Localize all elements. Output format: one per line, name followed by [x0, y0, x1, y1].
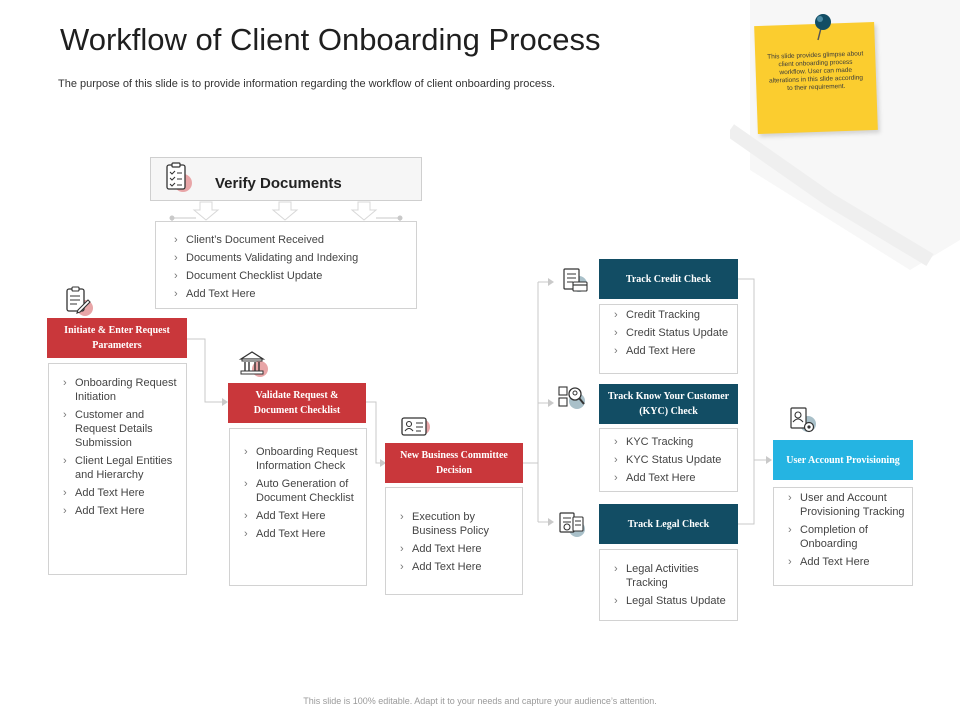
list-item: Add Text Here — [782, 555, 906, 569]
kyc-check-header: Track Know Your Customer (KYC) Check — [599, 384, 738, 424]
list-item: Legal Activities Tracking — [608, 562, 731, 590]
id-card-icon — [401, 417, 430, 436]
legal-document-icon — [559, 512, 585, 537]
page-title: Workflow of Client Onboarding Process — [60, 22, 601, 57]
list-item: Add Text Here — [57, 486, 180, 500]
footer-note: This slide is 100% editable. Adapt it to… — [303, 696, 657, 706]
account-provisioning-list-box: User and Account Provisioning Tracking C… — [773, 487, 913, 586]
list-item: Add Text Here — [238, 509, 360, 523]
search-people-icon — [558, 386, 585, 409]
list-item: KYC Tracking — [608, 435, 731, 449]
account-settings-icon — [790, 407, 816, 433]
list-item: Execution by Business Policy — [394, 510, 516, 538]
list-item: Add Text Here — [394, 560, 516, 574]
list-item: Customer and Request Details Submission — [57, 408, 180, 450]
credit-check-header: Track Credit Check — [599, 259, 738, 299]
list-item: Client’s Document Received — [168, 233, 406, 247]
list-item: Add Text Here — [168, 287, 406, 301]
list-item: Documents Validating and Indexing — [168, 251, 406, 265]
clipboard-edit-icon — [66, 286, 93, 316]
list-item: Onboarding Request Information Check — [238, 445, 360, 473]
validate-request-header: Validate Request & Document Checklist — [228, 383, 366, 423]
initiate-request-header: Initiate & Enter Request Parameters — [47, 318, 187, 358]
list-item: KYC Status Update — [608, 453, 731, 467]
list-item: Credit Status Update — [608, 326, 731, 340]
list-item: Legal Status Update — [608, 594, 731, 608]
account-provisioning-header: User Account Provisioning — [773, 440, 913, 480]
committee-decision-header: New Business Committee Decision — [385, 443, 523, 483]
list-item: Add Text Here — [57, 504, 180, 518]
kyc-check-list-box: KYC Tracking KYC Status Update Add Text … — [599, 428, 738, 492]
list-item: Add Text Here — [394, 542, 516, 556]
verify-documents-title: Verify Documents — [215, 175, 342, 192]
verify-documents-header — [150, 157, 422, 201]
legal-check-header: Track Legal Check — [599, 504, 738, 544]
list-item: Document Checklist Update — [168, 269, 406, 283]
initiate-request-list-box: Onboarding Request Initiation Customer a… — [48, 363, 187, 575]
clipboard-checklist-icon — [166, 162, 192, 192]
list-item: Client Legal Entities and Hierarchy — [57, 454, 180, 482]
credit-report-icon — [563, 268, 588, 292]
list-item: Completion of Onboarding — [782, 523, 906, 551]
list-item: User and Account Provisioning Tracking — [782, 491, 906, 519]
legal-check-list-box: Legal Activities Tracking Legal Status U… — [599, 549, 738, 621]
list-item: Add Text Here — [238, 527, 360, 541]
pushpin-icon — [815, 14, 831, 41]
verify-documents-list-box: Client’s Document Received Documents Val… — [155, 221, 417, 309]
list-item: Onboarding Request Initiation — [57, 376, 180, 404]
credit-check-list-box: Credit Tracking Credit Status Update Add… — [599, 304, 738, 374]
committee-decision-list-box: Execution by Business Policy Add Text He… — [385, 487, 523, 595]
bank-building-icon — [238, 351, 268, 377]
validate-request-list-box: Onboarding Request Information Check Aut… — [229, 428, 367, 586]
list-item: Add Text Here — [608, 344, 731, 358]
list-item: Add Text Here — [608, 471, 731, 485]
list-item: Credit Tracking — [608, 308, 731, 322]
list-item: Auto Generation of Document Checklist — [238, 477, 360, 505]
page-subtitle: The purpose of this slide is to provide … — [58, 78, 556, 90]
